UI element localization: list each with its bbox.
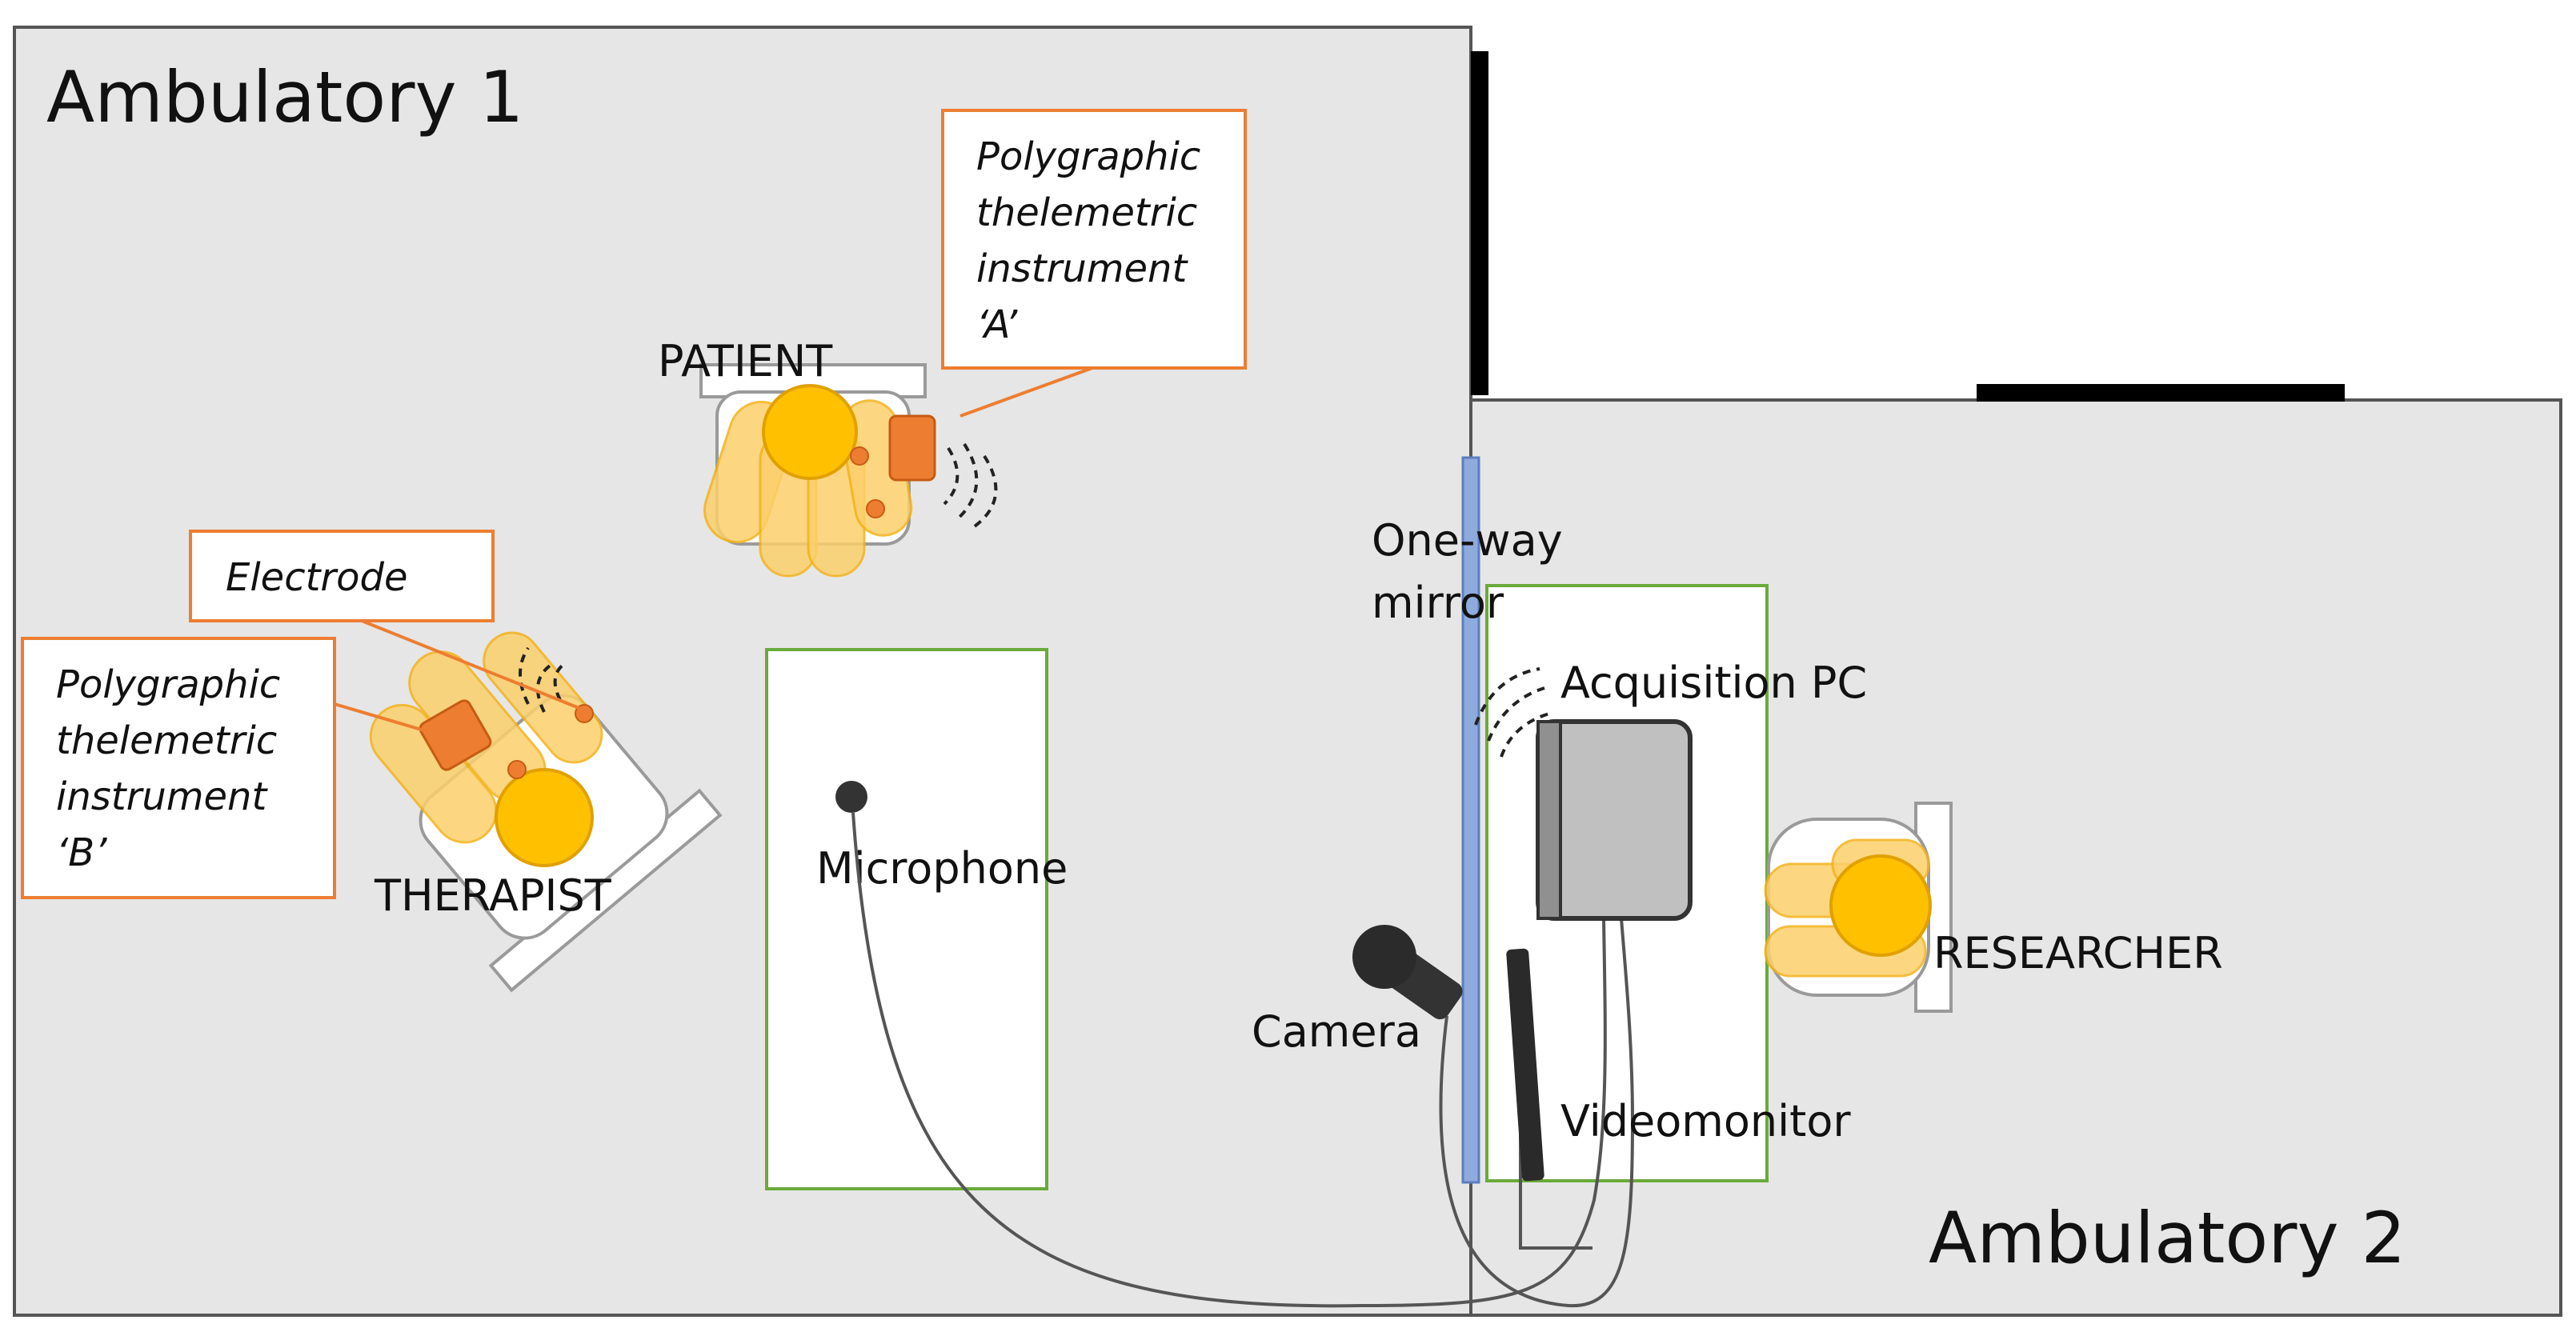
wireless-signal [1500,712,1550,758]
microphone-cable [851,812,1607,1308]
patient-electrode [866,499,885,518]
therapist-label: THERAPIST [374,870,612,921]
electrode-callout-leader [361,619,582,710]
wireless-signal [536,662,554,713]
callout-b-line: Polygraphic [56,662,280,707]
callout-b-line: instrument [56,774,268,819]
callout-b-line: thelemetric [56,718,277,763]
callout-b-line: ‘B’ [56,830,107,875]
videomonitor-icon [1506,948,1544,1182]
wall-segment [1471,51,1488,395]
researcher-figure [1764,802,1953,1013]
microphone-icon [835,781,867,813]
mirror-label-line: mirror [1372,578,1504,628]
patient-electrode [850,446,869,466]
therapist-arm [483,631,603,764]
therapist-electrode [507,760,527,779]
callout-a-line: thelemetric [976,190,1197,235]
acquisition-pc-edge [1536,720,1562,920]
wireless-signal [955,442,979,522]
patient-head [762,384,858,480]
therapist-head [495,768,594,867]
callout-electrode-box [189,530,495,622]
ambulatory-1-title: Ambulatory 1 [46,56,524,138]
patient-label: PATIENT [658,336,833,386]
instrument-b-device [419,699,492,771]
callout-a-leader [959,366,1093,418]
researcher-chair [1914,802,1953,1013]
wireless-signal [971,454,998,530]
wireless-signal [553,662,566,701]
camera-cable [1439,918,1635,1308]
researcher-head [1829,854,1932,957]
mirror-label-line: One-way [1372,515,1563,566]
callout-b-leader [334,702,433,734]
callout-electrode-text: Electrode [226,555,408,600]
callout-a-line: ‘A’ [976,302,1018,347]
instrument-a-device [888,414,936,482]
callout-a-line: Polygraphic [976,134,1200,179]
callout-instrument-b-box [21,637,336,899]
patient-figure [699,363,998,578]
wireless-signal [943,446,959,506]
researcher-label: RESEARCHER [1933,928,2223,978]
door-wall-segment [1977,384,2345,402]
camera-lens [1352,925,1416,989]
wireless-signal [1474,667,1540,726]
acquisition-pc-label: Acquisition PC [1560,658,1867,708]
wireless-signal [519,646,530,705]
camera-icon [1352,925,1463,1020]
ambulatory-2-title: Ambulatory 2 [1929,1197,2406,1279]
one-way-mirror [1461,456,1480,1184]
microphone-label: Microphone [816,843,1068,894]
therapist-figure [369,631,723,993]
camera-label: Camera [1252,1006,1421,1057]
callout-a-line: instrument [976,246,1188,291]
ambulatory-1-table [765,648,1048,1190]
callout-instrument-a-box [941,109,1247,370]
videomonitor-label: Videomonitor [1560,1096,1851,1146]
